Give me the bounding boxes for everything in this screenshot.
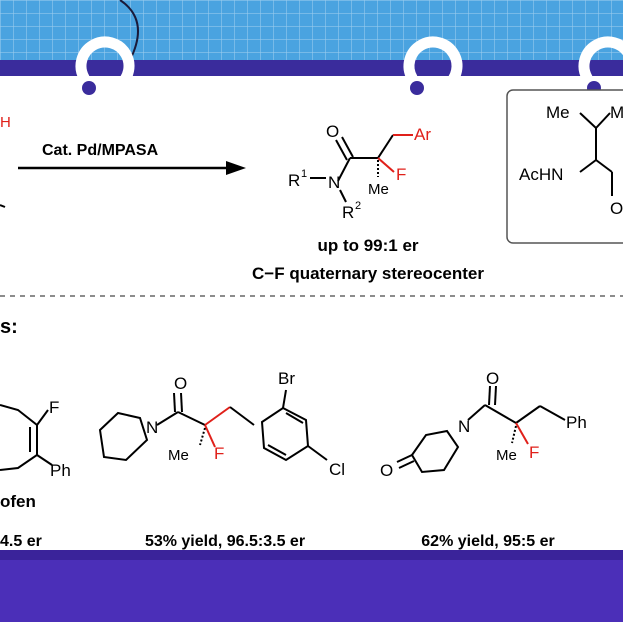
caption-stereocenter: C−F quaternary stereocenter (252, 264, 484, 283)
product-me: Me (368, 181, 389, 198)
ligand-me-1: Me (546, 103, 570, 122)
product-n: N (328, 173, 340, 192)
fragment-h: H (0, 114, 11, 131)
example-3-ph: Ph (566, 413, 587, 432)
section-label: s: (0, 316, 18, 338)
example-3-structure (396, 385, 566, 474)
example-1-name: ofen (0, 492, 36, 511)
product-r1: R (288, 171, 300, 190)
fragment-bond (0, 204, 6, 208)
binder-ring-3 (578, 36, 623, 96)
binder-ring-2 (403, 36, 463, 96)
example-2-o: O (174, 374, 187, 393)
footer-band (0, 550, 623, 622)
example-3-result: 62% yield, 95:5 er (421, 533, 554, 550)
example-2-br: Br (278, 369, 295, 388)
example-3-o-carbonyl: O (486, 369, 499, 388)
example-2-n: N (146, 418, 158, 437)
caption-er: up to 99:1 er (317, 236, 418, 255)
example-2-structure (98, 389, 328, 462)
example-3-o-ketone: O (380, 461, 393, 480)
product-o: O (326, 122, 339, 141)
example-1-structure (0, 404, 53, 471)
example-2-cl: Cl (329, 460, 345, 479)
example-3-me: Me (496, 447, 517, 464)
product-r1-sup: 1 (301, 168, 307, 180)
reagent-label: Cat. Pd/MPASA (42, 142, 159, 159)
example-1-f: F (49, 398, 59, 417)
example-3-f: F (529, 443, 539, 462)
ligand-o: O (610, 199, 623, 218)
example-3-n: N (458, 417, 470, 436)
example-1-result: 4.5 er (0, 533, 42, 550)
example-2-result: 53% yield, 96.5:3.5 er (145, 533, 305, 550)
product-ar: Ar (414, 125, 431, 144)
example-2-f: F (214, 444, 224, 463)
banner-curve (119, 0, 139, 61)
reaction-arrow (18, 161, 246, 175)
banner-band (0, 60, 623, 76)
product-r2-sup: 2 (355, 200, 361, 212)
footer-stripe (0, 550, 623, 560)
example-2-me: Me (168, 447, 189, 464)
binder-ring-1 (75, 36, 135, 96)
ligand-structure (579, 112, 613, 196)
ligand-box (506, 89, 623, 244)
example-1-ph: Ph (50, 461, 71, 480)
ligand-achn: AcHN (519, 165, 563, 184)
product-r2: R (342, 203, 354, 222)
header-banner (0, 0, 623, 76)
product-f: F (396, 165, 406, 184)
product-structure (310, 134, 413, 203)
ligand-me-2: M (610, 103, 623, 122)
